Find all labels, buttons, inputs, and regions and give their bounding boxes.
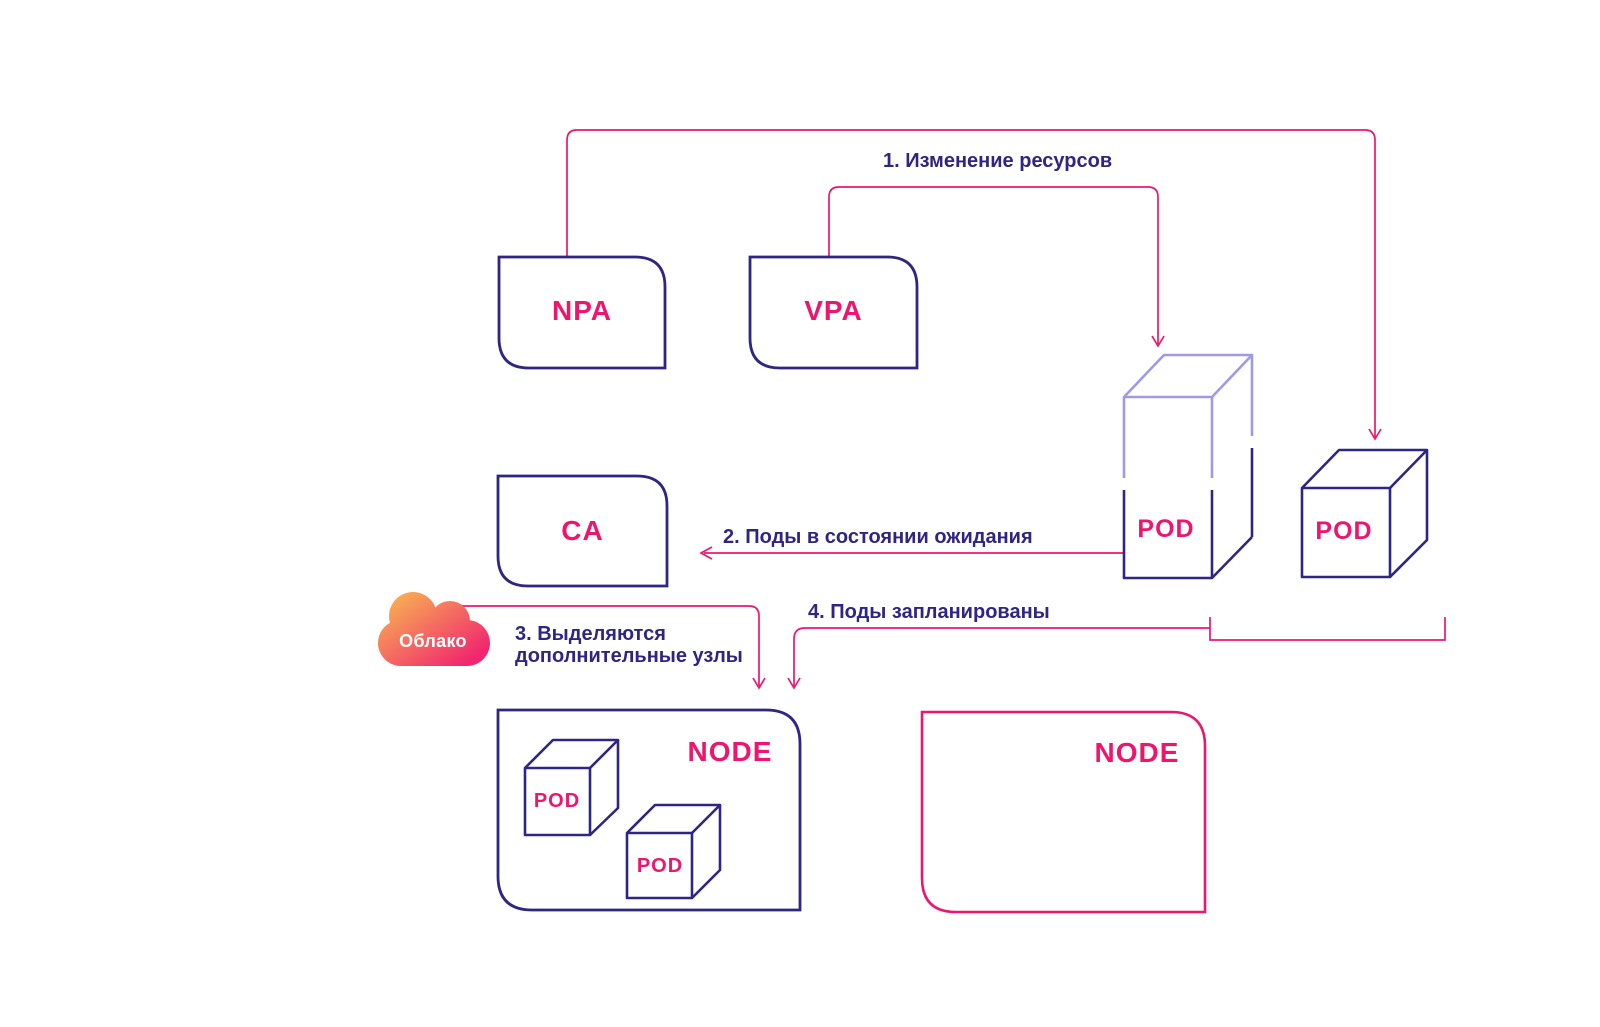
pod-small-1-label: POD [533,790,581,812]
arrow4-scheduled-line [793,627,1210,686]
pod-small-cube-2 [625,803,722,900]
cloud-body [378,620,490,666]
pod-small-1-right-face [589,740,620,836]
step4-annotation: 4. Поды запланированы [808,601,1050,623]
pod-cube [1300,448,1429,579]
node-right-label: NODE [1094,737,1180,768]
step3-annotation-line1: 3. Выделяются [515,623,666,645]
vpa-label: VPA [804,295,863,326]
pod-tall-base-front [1122,490,1214,580]
arrow3-down-arrowhead-icon [752,677,766,690]
arrow4-down-arrowhead-icon [787,677,801,690]
pod-small-2-right-face [691,805,722,899]
pod-cube-right-face [1389,450,1429,578]
npa-label: NPA [551,295,613,326]
pod-small-2-label: POD [636,855,684,877]
step2-annotation: 2. Поды в состоянии ожидания [723,526,1033,548]
npa-box [497,255,667,370]
step3-annotation: 3. Выделяются дополнительные узлы [515,623,743,667]
node-left-label: NODE [687,736,773,767]
pod-tall-extension [1122,353,1254,478]
arrow1-down-arrowhead-icon [1368,428,1382,441]
arrow2-left-arrowhead-icon [699,546,713,560]
arrow1-vpa-down-arrowhead-icon [1151,335,1165,348]
ca-label: CA [561,515,604,546]
node-right-box [920,710,1207,914]
pod-tall-base-bottom-diagonal [1211,536,1253,579]
arrow1-npa-to-pod-line [566,129,1376,437]
pod-small-2-top-face [626,803,722,834]
pod-tall-top-face [1122,353,1254,399]
pod-cube-top-face [1301,448,1429,489]
step1-annotation: 1. Изменение ресурсов [883,150,1113,172]
arrow4-trunk-line [1209,617,1446,641]
arrow1-vpa-to-pod-line [828,186,1159,344]
step3-annotation-line2: дополнительные узлы [515,645,743,667]
pod-cube-label: POD [1315,517,1373,545]
cloud-label: Облако [399,631,467,651]
cloud-icon [378,592,490,666]
pod-small-cube-1 [523,738,620,837]
vpa-box [748,255,919,370]
node-left-box [496,708,802,912]
arrow3-cloud-to-node-line [450,605,760,686]
pod-small-1-top-face [524,738,620,769]
pod-tall-label: POD [1137,515,1195,543]
pod-tall-base [1122,448,1254,580]
ca-box [496,474,669,588]
